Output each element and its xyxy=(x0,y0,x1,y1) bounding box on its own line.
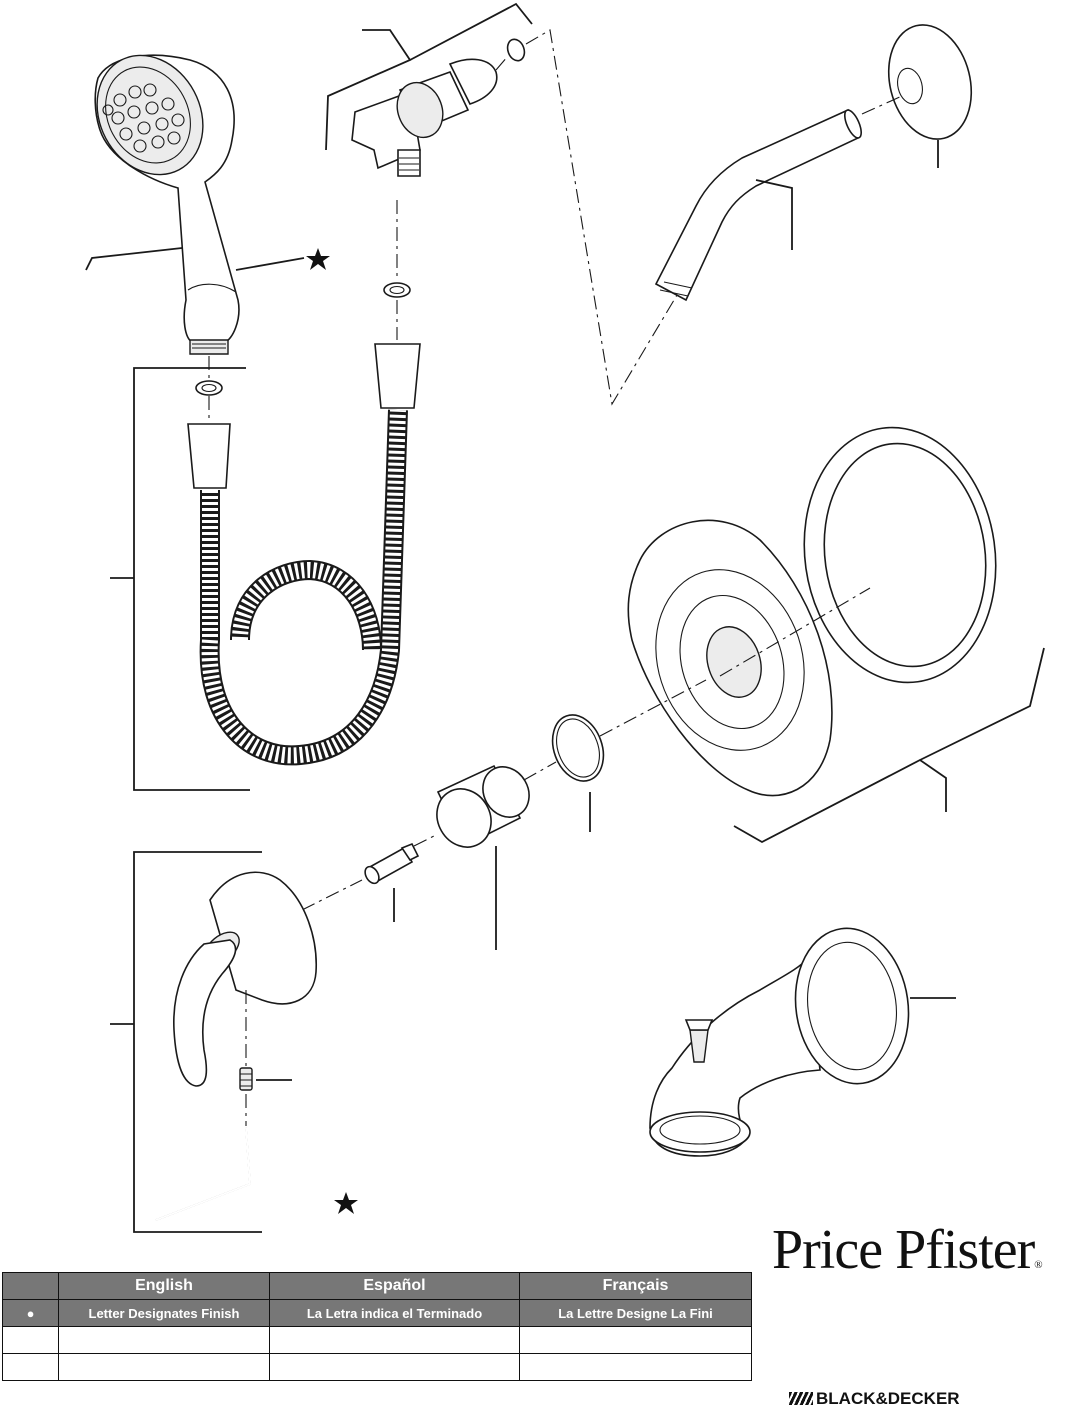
table-cell xyxy=(269,1326,520,1354)
table-cell xyxy=(519,1326,752,1354)
legend-espanol: La Letra indica el Terminado xyxy=(269,1299,520,1327)
shower-flange xyxy=(887,24,973,140)
shower-arm xyxy=(654,108,863,302)
table-row xyxy=(2,1353,752,1381)
legend-english: Letter Designates Finish xyxy=(58,1299,270,1327)
legend-symbol: ● xyxy=(2,1299,59,1327)
hand-shower xyxy=(94,54,240,355)
table-cell xyxy=(2,1353,59,1381)
table-cell xyxy=(58,1326,270,1354)
star-symbol-top xyxy=(306,248,330,270)
black-decker-hex-icon xyxy=(789,1392,813,1405)
column-header-blank xyxy=(2,1272,59,1300)
legend-francais: La Lettre Designe La Fini xyxy=(519,1299,752,1327)
table-header-row: English Español Français xyxy=(2,1272,752,1300)
sleeve xyxy=(436,764,530,848)
table-row xyxy=(2,1326,752,1354)
parts-legend-table: English Español Français ● Letter Design… xyxy=(2,1272,752,1381)
gasket-ring xyxy=(803,426,997,684)
escutcheon-plate xyxy=(627,519,833,797)
black-decker-logo: BLACK&DECKER xyxy=(789,1390,960,1407)
manufacturer-name: BLACK&DECKER xyxy=(816,1389,960,1408)
table-cell xyxy=(519,1353,752,1381)
registered-mark: ® xyxy=(1034,1259,1042,1271)
wall-bracket xyxy=(351,58,498,177)
lever-handle xyxy=(173,871,317,1087)
hose xyxy=(187,343,421,766)
price-pfister-logo: Price Pfister® xyxy=(772,1219,1043,1281)
tub-spout xyxy=(649,927,910,1157)
table-cell xyxy=(58,1353,270,1381)
column-header-espanol: Español xyxy=(269,1272,520,1300)
brand-name: Price Pfister xyxy=(772,1219,1035,1281)
star-symbol-bottom xyxy=(334,1192,358,1214)
table-cell xyxy=(269,1353,520,1381)
column-header-english: English xyxy=(58,1272,270,1300)
column-header-francais: Français xyxy=(519,1272,752,1300)
finish-legend-row: ● Letter Designates Finish La Letra indi… xyxy=(2,1299,752,1327)
table-cell xyxy=(2,1326,59,1354)
stem-extender xyxy=(364,842,420,885)
